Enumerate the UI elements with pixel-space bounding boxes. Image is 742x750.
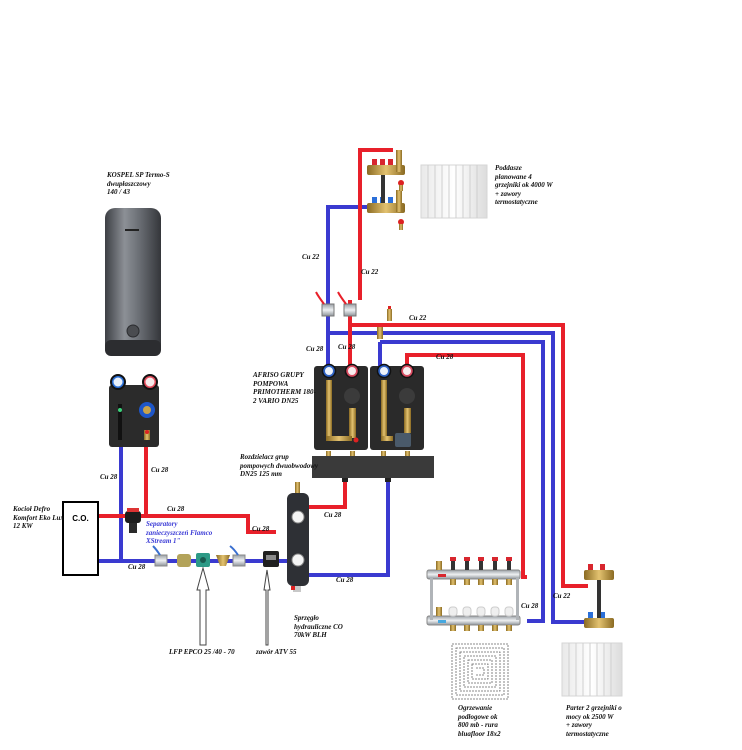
pipe-return-main xyxy=(328,331,588,624)
pipe-floor-return xyxy=(527,587,545,623)
pump-group-distributor[interactable] xyxy=(312,451,434,482)
ground-floor-manifold[interactable] xyxy=(584,564,614,628)
valve-arrow xyxy=(263,569,271,646)
distributor-label: Rozdzielacz grup pompowych dwuobwodowy D… xyxy=(240,453,318,478)
pipe-label-attic-supply: Cu 22 xyxy=(361,268,379,276)
pipe-label-coupler-in: Cu 28 xyxy=(252,525,270,533)
pipe-label-group1-return: Cu 28 xyxy=(306,345,324,353)
pipe-label-tank-supply: Cu 28 xyxy=(151,466,169,474)
attic-radiator[interactable] xyxy=(420,164,488,219)
pipe-label-boiler-supply: Cu 28 xyxy=(167,505,185,513)
valve-label: zawór ATV 55 xyxy=(256,648,297,656)
pipe-label-top-supply: Cu 22 xyxy=(409,314,427,322)
afriso-pump-groups[interactable] xyxy=(314,363,424,451)
air-vents xyxy=(377,306,392,339)
floor-heating-coil-icon xyxy=(451,643,509,700)
pump-groups-label: AFRISO GRUPY POMPOWA PRIMOTHERM 180- 2 V… xyxy=(253,371,316,405)
pump-label: LFP EPCO 25 /40 - 70 xyxy=(169,648,235,656)
ground-floor-radiator[interactable] xyxy=(561,642,623,697)
hydraulic-coupler[interactable] xyxy=(287,482,309,592)
attic-radiators-label: Poddasze planowane 4 grzejniki ok 4000 W… xyxy=(495,164,553,206)
return-pipes xyxy=(98,205,588,624)
pipe-label-coupler-return: Cu 28 xyxy=(336,576,354,584)
pipe-boiler-supply xyxy=(98,514,276,534)
pump-arrow xyxy=(196,566,210,646)
hot-water-tank[interactable] xyxy=(105,208,161,356)
pipe-group2-supply xyxy=(405,353,527,579)
attic-manifold[interactable] xyxy=(367,150,405,230)
pipe-label-group1-supply: Cu 28 xyxy=(338,343,356,351)
tank-label: KOSPEL SP Termo-S dwupłaszczowy 140 / 43 xyxy=(107,171,170,196)
pipe-label-tank-return: Cu 28 xyxy=(100,473,118,481)
attic-ball-valves[interactable] xyxy=(315,291,357,317)
pipe-coupler-return xyxy=(308,476,390,577)
pipe-label-group2-supply: Cu 28 xyxy=(436,353,454,361)
floor-heating-manifold[interactable] xyxy=(426,557,521,631)
hydraulic-coupler-label: Sprzęgło hydrauliczne CO 70kW BLH xyxy=(294,614,343,639)
pipe-label-coupler-supply: Cu 28 xyxy=(324,511,342,519)
separator-label: Separatory zanieczyszczeń Flamco XStream… xyxy=(146,520,213,545)
pipe-top-supply xyxy=(350,323,588,588)
pipe-group2-return xyxy=(380,340,545,587)
floor-heating-label: Ogrzewanie podłogowe ok 800 mb - rura bl… xyxy=(458,704,501,738)
ground-floor-label: Parter 2 grzejniki o mocy ok 2500 W + za… xyxy=(566,704,622,738)
boiler-box-label: C.O. xyxy=(72,514,88,523)
boiler[interactable]: C.O. xyxy=(62,501,99,576)
pipe-label-floor-return: Cu 28 xyxy=(521,602,539,610)
pipe-label-attic-return: Cu 22 xyxy=(302,253,320,261)
pipe-attic-supply xyxy=(358,148,393,300)
pipe-label-boiler-return: Cu 28 xyxy=(128,563,146,571)
inline-components[interactable] xyxy=(152,545,279,567)
boiler-label: Kocioł Defro Komfort Eko Lux 12 KW xyxy=(13,505,64,530)
tank-pump-group[interactable] xyxy=(109,374,159,447)
pipe-coupler-supply xyxy=(307,476,347,509)
separator[interactable] xyxy=(125,508,141,533)
pipe-label-ground-return: Cu 22 xyxy=(553,592,571,600)
